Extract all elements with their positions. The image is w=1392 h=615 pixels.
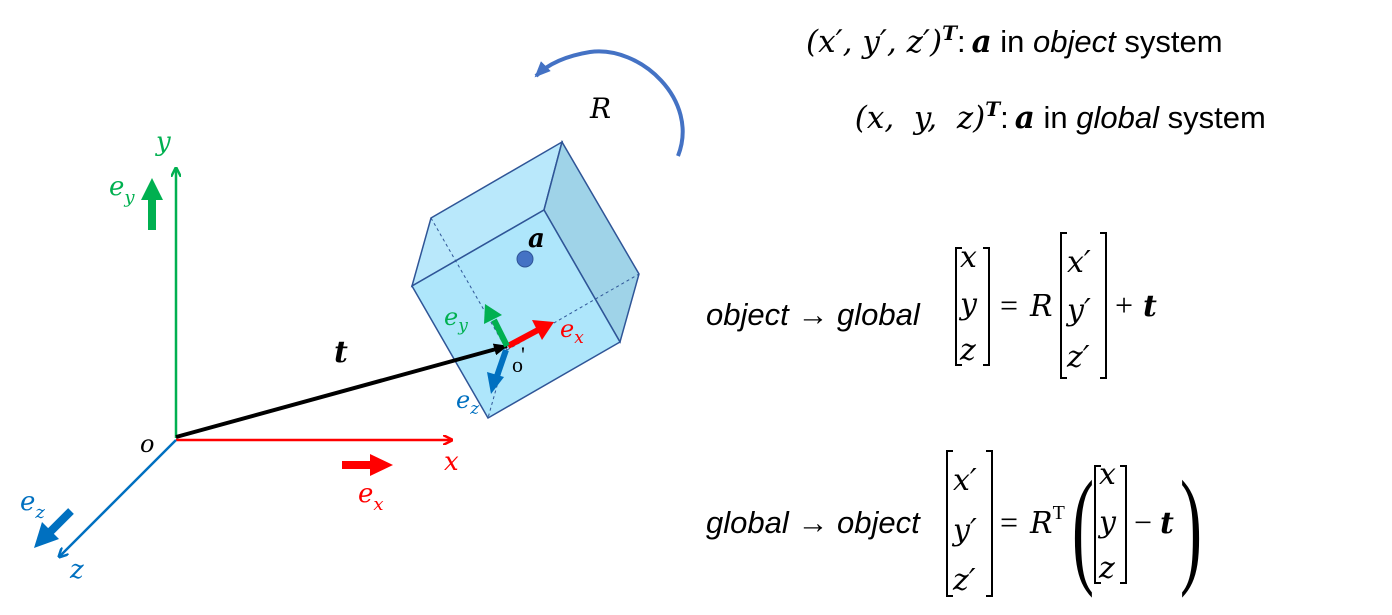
cube-front-face xyxy=(410,208,622,420)
global-origin-label: o xyxy=(140,430,154,458)
object-ey-label: ey xyxy=(444,303,468,336)
object-origin-label: o' xyxy=(512,342,525,377)
global-y-label: y xyxy=(155,127,171,157)
point-a-label: a xyxy=(528,224,545,254)
definition-global: (x, y, z)T:a in global system xyxy=(816,97,1289,136)
global-ey-label: ey xyxy=(109,172,135,208)
global-ex-label: ex xyxy=(358,479,384,515)
eq2-lhs-z: z′ xyxy=(952,563,976,598)
eq2-close-paren: ) xyxy=(1180,455,1202,599)
eq1-equals: = xyxy=(1000,287,1018,323)
object-ex-label: ex xyxy=(560,315,584,348)
object-ez-arrow xyxy=(487,349,509,394)
global-ez-unit-arrow xyxy=(34,508,74,548)
global-z-label: z xyxy=(69,555,84,585)
eq2-minus: − xyxy=(1134,504,1152,540)
global-ey-unit-arrow xyxy=(141,178,163,230)
eq1-caption: object → global xyxy=(706,297,921,332)
eq2-rhs-y: y xyxy=(1097,505,1117,540)
eq1-plus: + xyxy=(1115,287,1133,323)
rotation-arrow xyxy=(534,49,685,157)
object-ez-label: ez xyxy=(456,386,480,419)
eq2-lhs-x: x′ xyxy=(953,463,977,498)
eq2-open-paren: ( xyxy=(1072,455,1094,599)
eq2-caption: global → object xyxy=(706,505,921,540)
point-a xyxy=(516,250,534,268)
eq2-rhs-x: x xyxy=(1099,457,1116,492)
object-ex-arrow xyxy=(506,320,554,349)
eq2-rhs-vector xyxy=(1094,465,1127,584)
object-cube xyxy=(410,140,640,420)
eq1-rotation: R xyxy=(1029,289,1053,324)
eq1-lhs-y: y xyxy=(958,287,978,322)
eq1-translation: t xyxy=(1143,289,1157,324)
translation-label: t xyxy=(334,335,348,370)
global-x-label: x xyxy=(444,447,459,477)
global-ez-label: ez xyxy=(20,487,45,523)
rotation-label: R xyxy=(589,92,611,125)
eq1-rhs-y: y′ xyxy=(1065,293,1091,328)
eq2-lhs-y: y′ xyxy=(951,513,977,548)
eq2-rhs-z: z xyxy=(1098,551,1115,586)
eq1-rhs-x: x′ xyxy=(1067,245,1091,280)
object-ey-arrow xyxy=(484,304,510,348)
eq1-lhs-z: z xyxy=(959,333,976,368)
eq2-translation: t xyxy=(1160,506,1174,541)
eq1-lhs-x: x xyxy=(960,240,977,275)
global-ex-unit-arrow xyxy=(342,454,393,476)
global-z-axis xyxy=(59,439,177,557)
translation-vector xyxy=(175,343,508,439)
eq1-lhs-vector xyxy=(955,247,990,366)
eq1-rhs-vector xyxy=(1060,232,1107,379)
definition-object: (x′, y′, z′)T:a in object system xyxy=(806,21,1223,60)
eq2-rotation: RT xyxy=(1029,502,1065,541)
eq1-rhs-z: z′ xyxy=(1066,340,1090,375)
eq2-lhs-vector xyxy=(946,450,993,597)
eq2-equals: = xyxy=(1000,504,1018,540)
